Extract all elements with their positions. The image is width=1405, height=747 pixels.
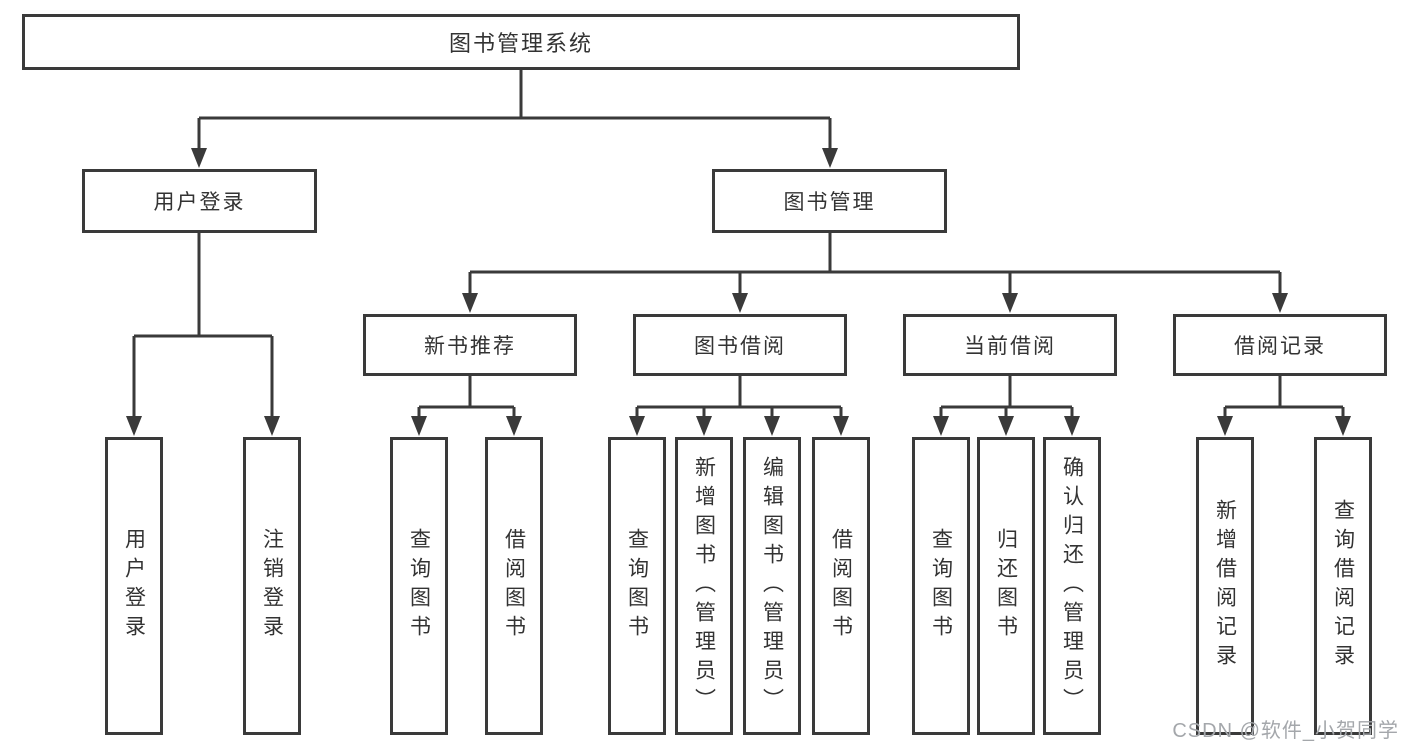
node-leaf-query-books-current: 查询图书 — [912, 437, 970, 735]
csdn-watermark: CSDN @软件_小贺同学 — [1172, 720, 1399, 742]
edge-records-to-leaves — [1223, 376, 1345, 418]
node-label: 新书推荐 — [424, 335, 516, 358]
edge-root-to-level2 — [197, 70, 832, 150]
node-new-book-recommend: 新书推荐 — [363, 314, 577, 376]
arrowhead-leaf-bb-query — [629, 416, 645, 436]
node-leaf-query-borrow-record: 查询借阅记录 — [1314, 437, 1372, 735]
arrowhead-leaf-bb-add — [696, 416, 712, 436]
arrowhead-leaf-login — [126, 416, 142, 436]
arrowhead-leaf-cb-query — [933, 416, 949, 436]
node-book-management: 图书管理 — [712, 169, 947, 233]
node-library-management-system: 图书管理系统 — [22, 14, 1020, 70]
node-label: 编辑图书（管理员） — [760, 455, 784, 717]
node-leaf-add-books-admin: 新增图书（管理员） — [675, 437, 733, 735]
node-leaf-borrow-books-recommend: 借阅图书 — [485, 437, 543, 735]
node-label: 确认归还（管理员） — [1060, 455, 1084, 717]
node-label: 新增图书（管理员） — [692, 455, 716, 717]
node-label: 用户登录 — [122, 528, 146, 644]
arrowhead-current-borrow — [1002, 293, 1018, 313]
node-label: 当前借阅 — [964, 335, 1056, 358]
arrowhead-user-login — [191, 148, 207, 168]
edge-currentborrow-to-leaves — [939, 376, 1074, 418]
node-label: 借阅图书 — [829, 528, 853, 644]
arrowhead-leaf-br-add — [1217, 416, 1233, 436]
arrowhead-leaf-nb-borrow — [506, 416, 522, 436]
edge-bookborrow-to-leaves — [635, 376, 843, 418]
node-leaf-query-books-borrowing: 查询图书 — [608, 437, 666, 735]
arrowhead-book-borrow — [732, 293, 748, 313]
edge-newbook-to-leaves — [417, 376, 516, 418]
arrowhead-leaf-br-query — [1335, 416, 1351, 436]
node-book-borrowing: 图书借阅 — [633, 314, 847, 376]
arrowhead-borrow-records — [1272, 293, 1288, 313]
arrowhead-book-mgmt — [822, 148, 838, 168]
node-label: 用户登录 — [153, 191, 246, 214]
node-label: 注销登录 — [260, 528, 284, 644]
node-leaf-return-books: 归还图书 — [977, 437, 1035, 735]
node-leaf-confirm-return-admin: 确认归还（管理员） — [1043, 437, 1101, 735]
node-label: 借阅记录 — [1234, 335, 1326, 358]
node-label: 查询图书 — [625, 528, 649, 644]
node-label: 查询图书 — [407, 528, 431, 644]
arrowhead-leaf-cb-return — [998, 416, 1014, 436]
node-leaf-logout: 注销登录 — [243, 437, 301, 735]
arrowhead-leaf-bb-edit — [764, 416, 780, 436]
arrowhead-leaf-nb-query — [411, 416, 427, 436]
node-borrowing-records: 借阅记录 — [1173, 314, 1387, 376]
node-leaf-add-borrow-record: 新增借阅记录 — [1196, 437, 1254, 735]
arrowhead-leaf-cb-confirm — [1064, 416, 1080, 436]
node-label: 查询图书 — [929, 528, 953, 644]
node-label: 查询借阅记录 — [1331, 499, 1355, 673]
node-current-borrowing: 当前借阅 — [903, 314, 1117, 376]
node-label: 借阅图书 — [502, 528, 526, 644]
node-label: 图书借阅 — [694, 335, 786, 358]
edge-bookmgmt-to-level3 — [468, 233, 1282, 295]
node-label: 新增借阅记录 — [1213, 499, 1237, 673]
node-leaf-borrow-books: 借阅图书 — [812, 437, 870, 735]
edge-userlogin-to-leaves — [132, 233, 274, 418]
node-label: 归还图书 — [994, 528, 1018, 644]
node-leaf-edit-books-admin: 编辑图书（管理员） — [743, 437, 801, 735]
node-label: 图书管理系统 — [448, 31, 593, 56]
node-label: 图书管理 — [783, 191, 876, 214]
node-leaf-query-books-recommend: 查询图书 — [390, 437, 448, 735]
arrowhead-new-book-rec — [462, 293, 478, 313]
arrowhead-leaf-bb-borrow — [833, 416, 849, 436]
arrowhead-leaf-logout — [264, 416, 280, 436]
node-user-login: 用户登录 — [82, 169, 317, 233]
node-leaf-user-login: 用户登录 — [105, 437, 163, 735]
